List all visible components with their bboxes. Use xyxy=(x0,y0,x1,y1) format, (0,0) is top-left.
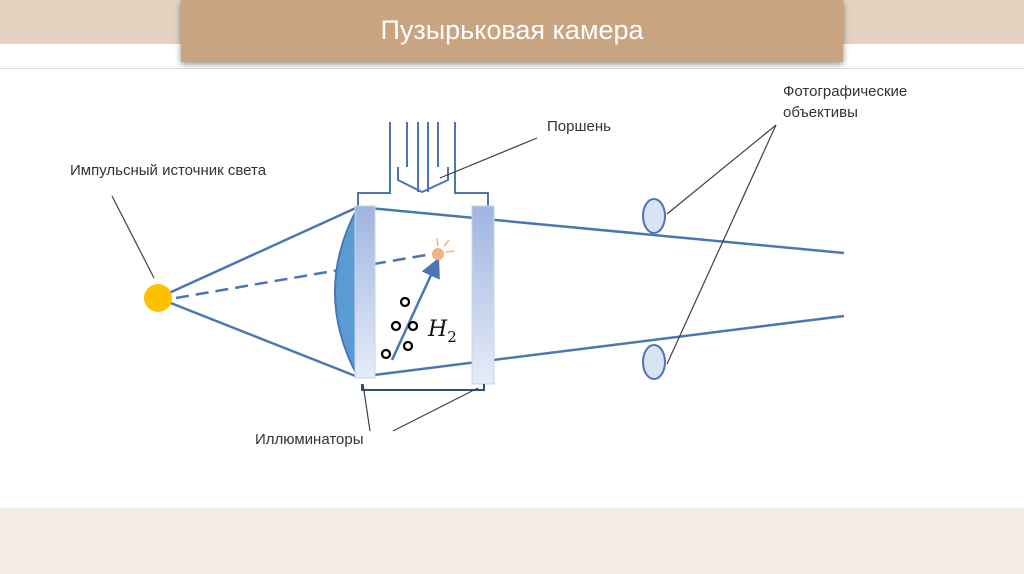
spark-icon xyxy=(432,237,455,260)
light-source xyxy=(144,284,172,312)
bubble xyxy=(380,348,392,360)
particle-track xyxy=(390,257,440,361)
bubble xyxy=(402,340,414,352)
header-divider xyxy=(0,68,1024,69)
bubble xyxy=(399,296,411,308)
condenser-lens xyxy=(334,206,359,378)
chamber-bottom-bracket xyxy=(361,384,485,391)
formula-h2: H2 xyxy=(427,317,457,346)
leader-lines xyxy=(111,124,777,432)
bubbles xyxy=(380,296,419,360)
camera-lens-top xyxy=(642,198,666,234)
label-light-source: Импульсный источник света xyxy=(70,162,267,179)
footer-band xyxy=(0,508,1024,574)
piston xyxy=(357,122,489,207)
label-lenses-line1: Фотографические xyxy=(783,83,907,100)
label-piston: Поршень xyxy=(547,118,611,135)
imaging-rays xyxy=(357,205,845,379)
illuminator-right xyxy=(471,205,495,385)
slide-title: Пузырьковая камера xyxy=(380,14,644,45)
label-lenses-line2: объективы xyxy=(783,104,858,121)
label-illuminators: Иллюминаторы xyxy=(255,431,364,448)
title-box: Пузырьковая камера xyxy=(181,0,843,62)
camera-lens-bottom xyxy=(642,344,666,380)
light-rays xyxy=(157,205,433,379)
bubble xyxy=(407,320,419,332)
illuminator-left xyxy=(354,205,376,379)
bubble xyxy=(390,320,402,332)
